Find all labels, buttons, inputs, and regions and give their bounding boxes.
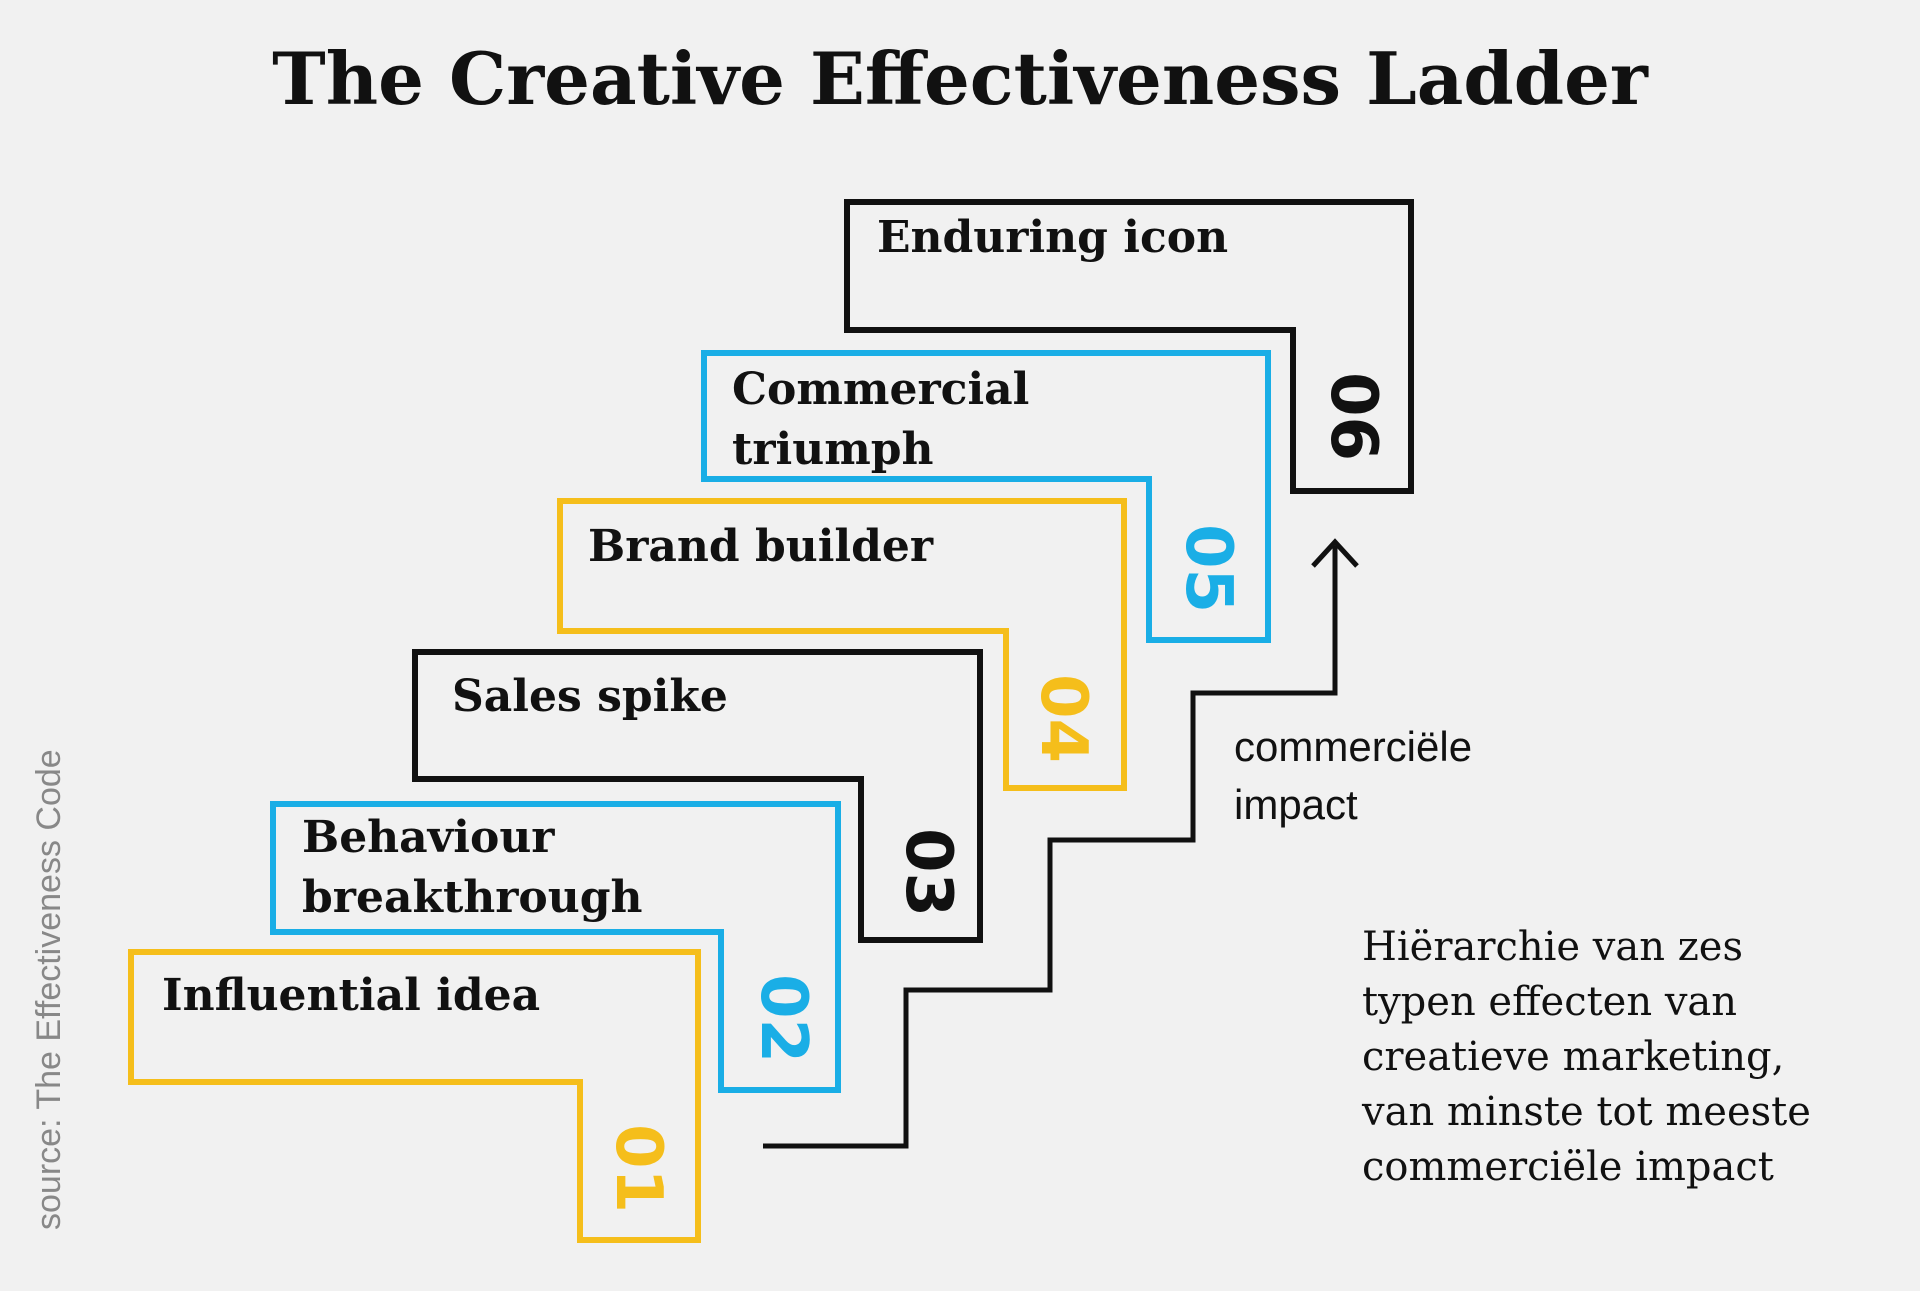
impact-label: commerciële impact	[1234, 723, 1473, 828]
arrow-up-icon	[1311, 538, 1359, 568]
step-number-06: 06	[1316, 372, 1390, 462]
step-frame-04	[557, 498, 1127, 791]
description-text: Hiërarchie van zes typen effecten van cr…	[1362, 924, 1811, 1190]
page-title: The Creative Effectiveness Ladder	[272, 36, 1648, 121]
impact-staircase-line	[763, 546, 1338, 1149]
step-label-01: Influential idea	[162, 970, 541, 1021]
step-label-06: Enduring icon	[877, 212, 1229, 263]
step-label-05: Commercial triumph	[732, 364, 1030, 475]
step-label-04: Brand builder	[588, 521, 934, 572]
step-frame-03	[412, 649, 983, 943]
step-frame-02	[270, 801, 841, 1093]
step-number-02: 02	[746, 974, 820, 1064]
step-number-01: 01	[601, 1124, 675, 1214]
source-text: source: The Effectiveness Code	[30, 749, 68, 1230]
step-label-02: Behaviour breakthrough	[302, 812, 643, 923]
step-number-05: 05	[1171, 524, 1245, 614]
step-frame-06	[844, 199, 1414, 494]
step-number-04: 04	[1026, 674, 1100, 764]
step-label-03: Sales spike	[452, 671, 728, 722]
step-number-03: 03	[891, 828, 965, 918]
step-frame-05	[701, 350, 1271, 643]
step-frame-01	[128, 949, 701, 1243]
